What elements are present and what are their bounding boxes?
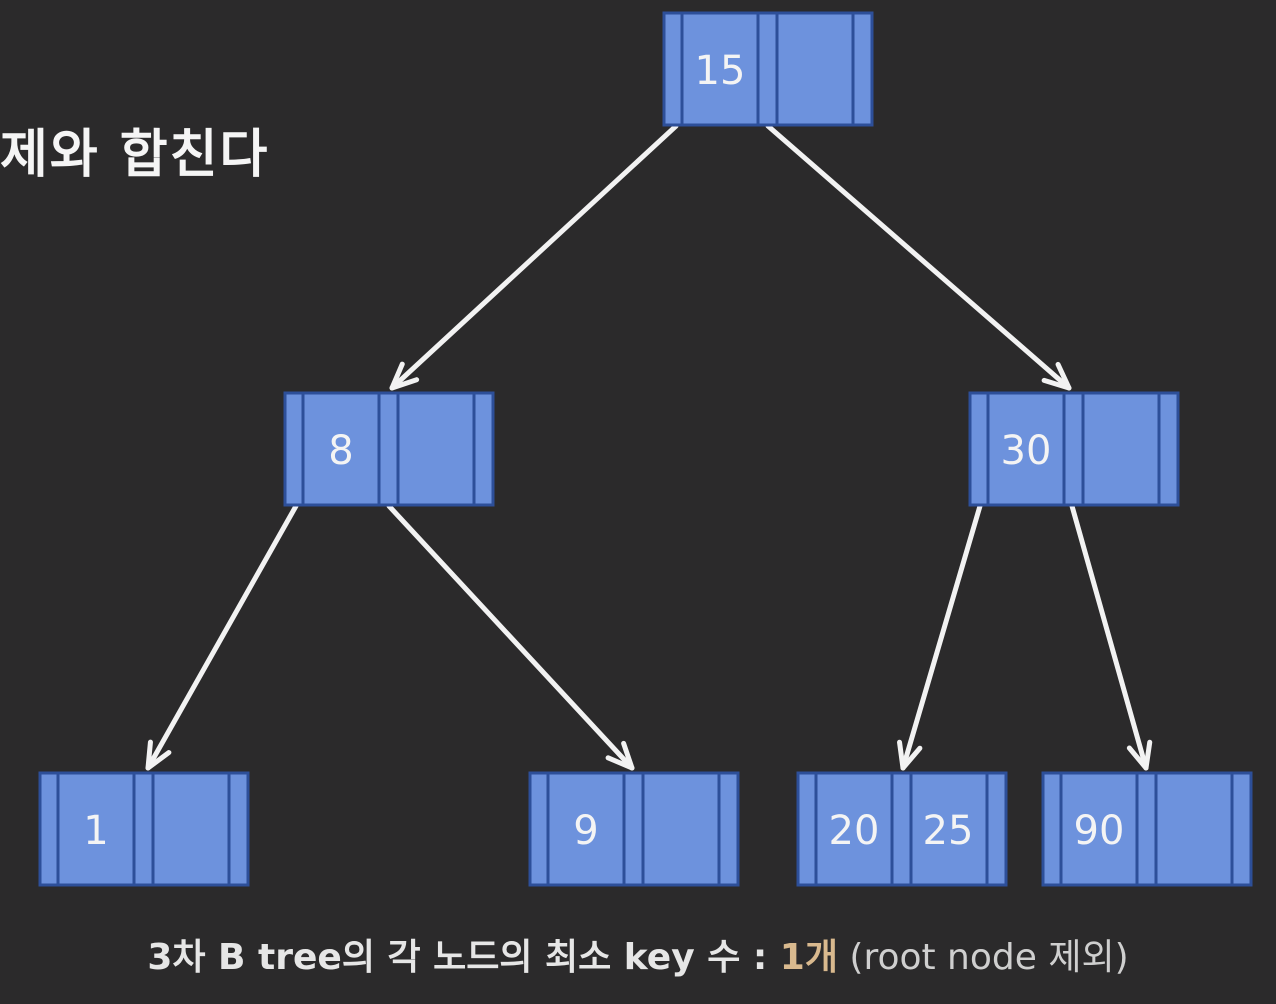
slide-heading: 제와 합친다 xyxy=(0,125,270,185)
node-key-25: 25 xyxy=(923,808,974,854)
edge-n15-to-n30 xyxy=(765,123,1072,391)
arrowhead-icon xyxy=(389,361,420,391)
edge-n8-to-n1 xyxy=(145,503,299,771)
edge-n30-to-n20-25 xyxy=(900,503,983,771)
arrowhead-icon xyxy=(1041,361,1072,391)
tree-node-n30: 30 xyxy=(968,391,1180,507)
node-key-30: 30 xyxy=(1001,428,1052,474)
tree-edges xyxy=(145,123,1153,771)
tree-node-n15: 15 xyxy=(662,11,874,127)
node-key-9: 9 xyxy=(573,808,598,854)
arrowhead-icon xyxy=(145,739,172,771)
tree-node-n8: 8 xyxy=(283,391,495,507)
edge-n30-to-n90 xyxy=(1069,503,1149,771)
node-key-20: 20 xyxy=(829,808,880,854)
node-key-90: 90 xyxy=(1074,808,1125,854)
footer-main-text: 3차 B tree의 각 노드의 최소 key 수 : xyxy=(147,937,780,978)
node-key-15: 15 xyxy=(695,48,746,94)
node-key-8: 8 xyxy=(328,428,353,474)
footer-highlight-value: 1개 xyxy=(779,937,838,978)
footer-note: (root node 제외) xyxy=(837,937,1129,978)
edge-n8-to-n9 xyxy=(386,503,635,771)
tree-node-n9: 9 xyxy=(528,771,740,887)
footer-caption: 3차 B tree의 각 노드의 최소 key 수 : 1개 (root nod… xyxy=(0,928,1276,980)
node-box xyxy=(528,771,740,887)
node-box xyxy=(662,11,874,127)
node-key-1: 1 xyxy=(83,808,108,854)
node-box xyxy=(968,391,1180,507)
arrowhead-icon xyxy=(897,739,923,771)
node-box xyxy=(38,771,250,887)
node-box xyxy=(283,391,495,507)
arrowhead-icon xyxy=(1126,739,1153,771)
edge-n15-to-n8 xyxy=(389,123,679,391)
node-box xyxy=(796,771,1008,887)
arrowhead-icon xyxy=(605,740,635,771)
tree-node-n1: 1 xyxy=(38,771,250,887)
tree-node-n90: 90 xyxy=(1041,771,1253,887)
node-box xyxy=(1041,771,1253,887)
